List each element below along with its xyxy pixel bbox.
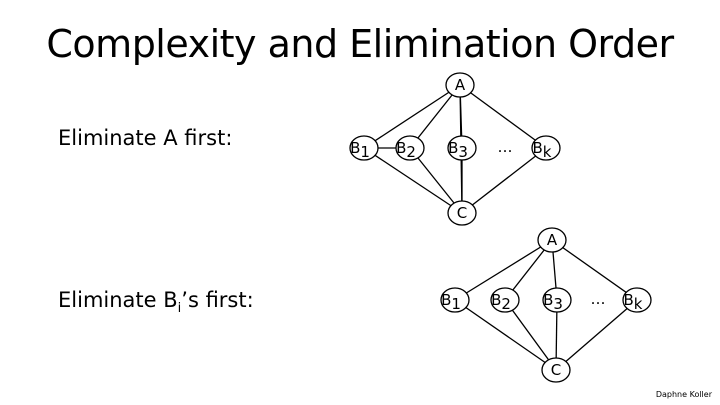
graph-2-node-b3: B3 xyxy=(542,287,572,313)
graph-1-node-c-label: C xyxy=(457,204,467,222)
eliminate-a-label: Eliminate A first: xyxy=(58,126,233,150)
author-credit: Daphne Koller xyxy=(655,390,712,399)
graph-2-node-b1-label: B1 xyxy=(441,291,461,313)
eliminate-b-prefix: Eliminate B xyxy=(58,288,178,312)
graph-1-edge-a-b2 xyxy=(409,84,461,149)
graph-2-node-a: A xyxy=(537,227,567,253)
slide-title: Complexity and Elimination Order xyxy=(46,22,674,66)
graph-1-node-b1-shape xyxy=(349,135,379,161)
eliminate-b-suffix: ’s first: xyxy=(181,288,254,312)
graph-2-node-b2-shape xyxy=(490,287,520,313)
graph-1-node-b3: B3 xyxy=(447,135,477,161)
graph-2-node-a-shape xyxy=(537,227,567,253)
graph-1-node-b3-shape xyxy=(447,135,477,161)
graph-1-node-b1: B1 xyxy=(349,135,379,161)
graph-1-node-b4-shape xyxy=(531,135,561,161)
graph-1-node-c: C xyxy=(447,200,477,226)
graph-1-node-c-shape xyxy=(447,200,477,226)
graph-1-node-b2: B2 xyxy=(395,135,425,161)
graph-1-node-b3-label: B3 xyxy=(448,139,468,161)
graph-2-node-b2-label: B2 xyxy=(491,291,511,313)
graph-2-edge-a-b1 xyxy=(454,239,553,301)
graph-2-node-b4-shape xyxy=(622,287,652,313)
graph-2-node-b4-label: Bk xyxy=(624,291,643,313)
graph-1-ellipsis: … xyxy=(498,138,513,156)
graph-1-node-b1-label: B1 xyxy=(350,139,370,161)
graph-1-node-a-label: A xyxy=(455,76,466,94)
graph-2-node-b2: B2 xyxy=(490,287,520,313)
eliminate-b-label: Eliminate Bi’s first: xyxy=(58,288,254,316)
graph-1-edge-b4-c xyxy=(461,147,547,214)
graph-1-edge-b1-c xyxy=(363,147,463,214)
graph-1-node-a: A xyxy=(445,72,475,98)
graph-2-edge-b2-c xyxy=(504,299,557,371)
graph-1-edge-b2-c xyxy=(409,147,463,214)
graph-2-edge-b1-c xyxy=(454,299,557,371)
graph-1-node-b4-label: Bk xyxy=(533,139,552,161)
graph-1-edge-a-b4 xyxy=(459,84,547,149)
graph-1-edge-a-b1 xyxy=(363,84,461,149)
graph-2-node-b1-shape xyxy=(440,287,470,313)
graph-2-ellipsis: … xyxy=(591,290,606,308)
graph-1-node-b4: Bk xyxy=(531,135,561,161)
graph-2-edge-a-b4 xyxy=(551,239,638,301)
graph-2-node-c-label: C xyxy=(551,361,561,379)
graph-2-node-b4: Bk xyxy=(622,287,652,313)
graph-2-node-b1: B1 xyxy=(440,287,470,313)
graph-2-node-b3-shape xyxy=(542,287,572,313)
graph-2-edge-b4-c xyxy=(555,299,638,371)
graph-1-node-a-shape xyxy=(445,72,475,98)
graph-2-node-c-shape xyxy=(541,357,571,383)
graph-1-node-b2-label: B2 xyxy=(396,139,416,161)
graph-2-node-c: C xyxy=(541,357,571,383)
eliminate-b-subscript: i xyxy=(177,301,182,317)
graph-2-node-b3-label: B3 xyxy=(543,291,563,313)
graph-1-node-b2-shape xyxy=(395,135,425,161)
graph-2-node-a-label: A xyxy=(547,231,558,249)
